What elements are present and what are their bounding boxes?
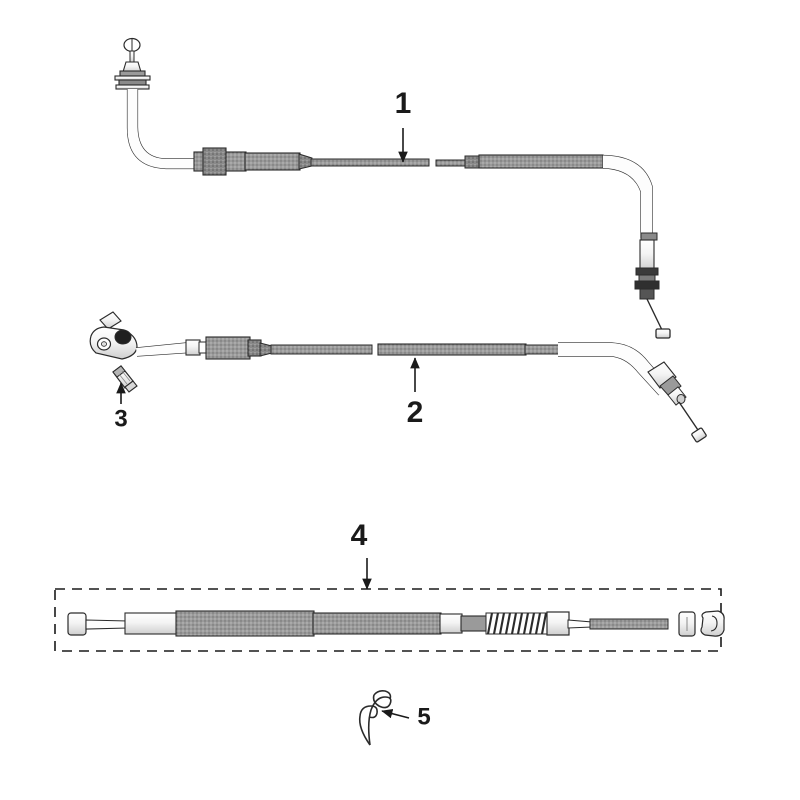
callout-label-2: 2	[407, 396, 424, 429]
cable4-ferrule-a	[124, 612, 179, 635]
cable1-collar-a	[202, 147, 227, 176]
cable4-loose-clamp	[700, 610, 725, 637]
cable1-barrel-nipple	[655, 328, 671, 339]
cable1-run-b	[435, 159, 469, 167]
cable1-eyelet	[123, 37, 141, 63]
cable2-run-c	[524, 344, 561, 355]
cable2-clevis-bracket	[89, 311, 138, 360]
cable2-run-a	[270, 344, 373, 355]
cable4-loose-ferrule	[678, 611, 696, 637]
cable4-coil-spring	[485, 612, 549, 635]
cable1-lower-adjuster	[634, 232, 671, 339]
cable2-sheath-a	[205, 336, 251, 360]
cable1-sheath-b	[244, 152, 301, 171]
cable1-bend-right	[603, 155, 652, 238]
cable1-adjuster-boot	[114, 61, 151, 90]
cable2-barrel-nipple	[691, 427, 707, 443]
cable1-ferrule-a	[298, 153, 313, 170]
cable4-sheath-b	[312, 612, 442, 635]
callout-label-1: 1	[395, 87, 412, 120]
callout-label-3: 3	[114, 405, 127, 432]
part-3-mounting-bolt	[112, 365, 138, 393]
cable2-end-adjuster	[647, 361, 707, 443]
callout-5-arrow	[381, 708, 410, 719]
cable2-pivot	[114, 329, 132, 345]
cable4-end-nipple	[67, 612, 87, 636]
cable4-ferrule-c	[546, 611, 570, 636]
part-5-retaining-clip	[358, 690, 392, 746]
callout-label-5: 5	[417, 703, 430, 730]
cable4-run-tail	[589, 618, 669, 630]
cable4-sheath-a	[175, 610, 315, 637]
cable2-bend-right	[558, 343, 668, 395]
cable1-bend	[127, 89, 196, 169]
callout-leaders	[116, 128, 420, 719]
cable2-ferrule-a	[185, 339, 201, 356]
cable1-run-a	[310, 158, 430, 167]
cable1-clip-a	[464, 155, 481, 169]
part-4-brake-cable-kit	[54, 588, 725, 652]
cable1-sheath-c	[478, 154, 604, 169]
cable4-ferrule-b	[439, 613, 463, 634]
part-2-throttle-cable-lower	[89, 311, 707, 443]
cable2-run-b	[377, 343, 527, 356]
cable2-collar-a	[247, 339, 262, 357]
callout-label-4: 4	[351, 519, 368, 552]
part-1-throttle-cable-upper	[114, 37, 671, 339]
